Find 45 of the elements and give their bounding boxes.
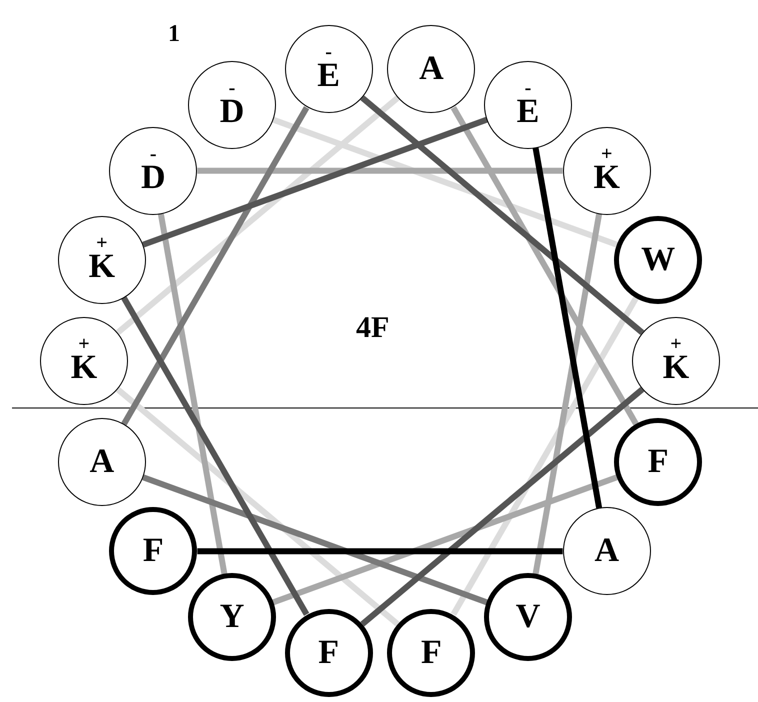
residue-letter: K [594,160,620,195]
residue-letter: D [140,160,166,195]
connector-line [532,214,602,575]
connector-line [450,296,639,616]
connector-line [158,214,228,575]
connector-line [532,147,602,508]
connector-line [450,106,639,426]
connector-line [272,116,618,248]
connector-line [360,387,644,626]
position-number: 1 [168,20,180,48]
residue-letter: F [318,636,339,670]
residue-letter: V [516,600,540,634]
residue-letter: E [516,94,540,129]
residue-letter: K [662,351,690,385]
charge-sign: - [150,146,157,161]
connector-line [121,296,310,616]
charge-sign: + [78,337,90,351]
charge-sign: - [325,45,332,60]
connector-line [197,548,563,554]
residue-letter: D [220,94,244,129]
residue-letter: W [641,242,676,277]
residue-letter: F [648,445,669,480]
connector-line [142,116,488,248]
residue-letter: A [90,445,114,480]
charge-sign: - [524,80,532,95]
residue-letter: K [88,250,116,284]
residue-letter: F [421,636,442,670]
charge-sign: - [228,80,236,95]
residue-letter: K [70,351,98,385]
charge-sign: + [96,236,108,250]
residue-letter: A [594,534,620,568]
connector-line [142,474,488,606]
residue-letter: A [419,52,444,86]
charge-sign: + [670,337,682,351]
residue-letter: E [317,59,340,94]
peptide-name: 4F [356,311,390,345]
connector-line [272,474,618,606]
connector-line [116,96,400,335]
connector-line [121,106,310,426]
residue-letter: F [142,534,164,568]
residue-letter: Y [220,600,244,634]
connector-line [116,387,400,626]
connector-line [197,168,563,174]
connector-line [360,96,644,335]
charge-sign: + [601,146,612,161]
